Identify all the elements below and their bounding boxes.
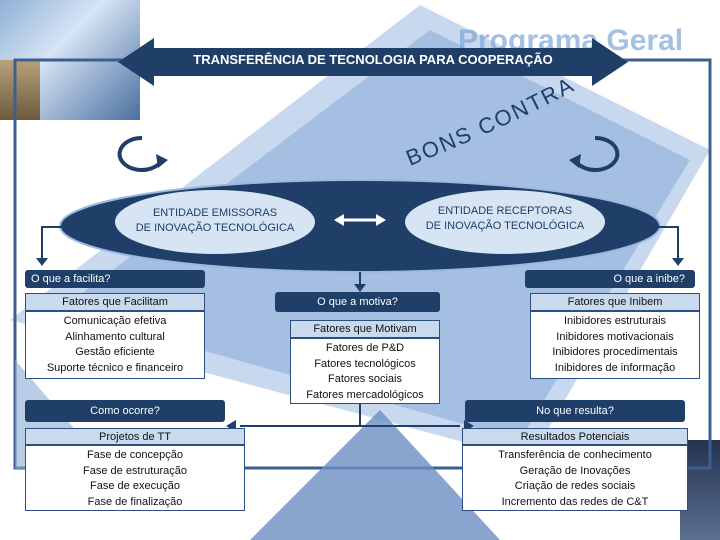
header-facilitating-factors: Fatores que Facilitam: [25, 293, 205, 311]
list-facilitating-factors: Comunicação efetiva Alinhamento cultural…: [25, 311, 205, 379]
list-item: Fatores mercadológicos: [306, 388, 424, 401]
header-inhibiting-factors: Fatores que Inibem: [530, 293, 700, 311]
list-item: Transferência de conhecimento: [498, 449, 652, 461]
list-item: Gestão eficiente: [75, 346, 155, 358]
list-tt-projects: Fase de concepção Fase de estruturação F…: [25, 445, 245, 511]
list-item: Inibidores procedimentais: [552, 346, 678, 358]
list-item: Geração de Inovações: [519, 464, 631, 477]
list-motivating-factors: Fatores de P&D Fatores tecnológicos Fato…: [290, 338, 440, 404]
list-item: Criação de redes sociais: [514, 480, 636, 492]
question-inhibits: O que a inibe?: [525, 270, 695, 288]
list-item: Fase de concepção: [86, 449, 183, 461]
page-title: TRANSFERÊNCIA DE TECNOLOGIA PARA COOPERA…: [193, 52, 553, 67]
right-entity-line-1: ENTIDADE RECEPTORAS: [437, 205, 573, 217]
list-item: Fatores de P&D: [325, 342, 405, 354]
list-item: Comunicação efetiva: [63, 315, 167, 327]
right-entity-label: ENTIDADE RECEPTORAS DE INOVAÇÃO TECNOLÓG…: [410, 204, 600, 234]
list-item: Fatores sociais: [328, 373, 402, 385]
question-results: No que resulta?: [465, 400, 685, 422]
left-cycle-arrow: [117, 135, 168, 172]
curved-text-arrow: BONS CONTRATOS: [380, 70, 575, 171]
list-item: Inibidores de informação: [554, 361, 676, 374]
list-item: Incremento das redes de C&T: [501, 495, 649, 508]
list-item: Inibidores estruturais: [563, 315, 667, 327]
list-item: Inibidores motivacionais: [556, 330, 674, 343]
title-arrow: [118, 38, 628, 86]
list-item: Suporte técnico e financeiro: [46, 361, 184, 374]
list-item: Fatores tecnológicos: [314, 357, 416, 370]
list-potential-results: Transferência de conhecimento Geração de…: [462, 445, 688, 511]
header-tt-projects: Projetos de TT: [25, 428, 245, 445]
header-motivating-factors: Fatores que Motivam: [290, 320, 440, 338]
list-item: Fase de finalização: [87, 495, 183, 508]
list-item: Fase de execução: [90, 480, 180, 492]
left-entity-line-1: ENTIDADE EMISSORAS: [152, 207, 278, 219]
question-motivates: O que a motiva?: [275, 292, 440, 312]
list-item: Alinhamento cultural: [65, 330, 165, 343]
list-inhibiting-factors: Inibidores estruturais Inibidores motiva…: [530, 311, 700, 379]
right-cycle-arrow: [569, 135, 620, 172]
left-entity-label: ENTIDADE EMISSORAS DE INOVAÇÃO TECNOLÓGI…: [120, 206, 310, 236]
background-triangle: [250, 410, 500, 540]
left-entity-line-2: DE INOVAÇÃO TECNOLÓGICA: [135, 222, 295, 234]
question-facilitates: O que a facilita?: [25, 270, 205, 288]
background-photo-left: [0, 60, 40, 120]
question-how-occurs: Como ocorre?: [25, 400, 225, 422]
right-entity-line-2: DE INOVAÇÃO TECNOLÓGICA: [425, 220, 585, 232]
list-item: Fase de estruturação: [83, 464, 187, 477]
central-ellipse: [59, 179, 661, 273]
header-potential-results: Resultados Potenciais: [462, 428, 688, 445]
